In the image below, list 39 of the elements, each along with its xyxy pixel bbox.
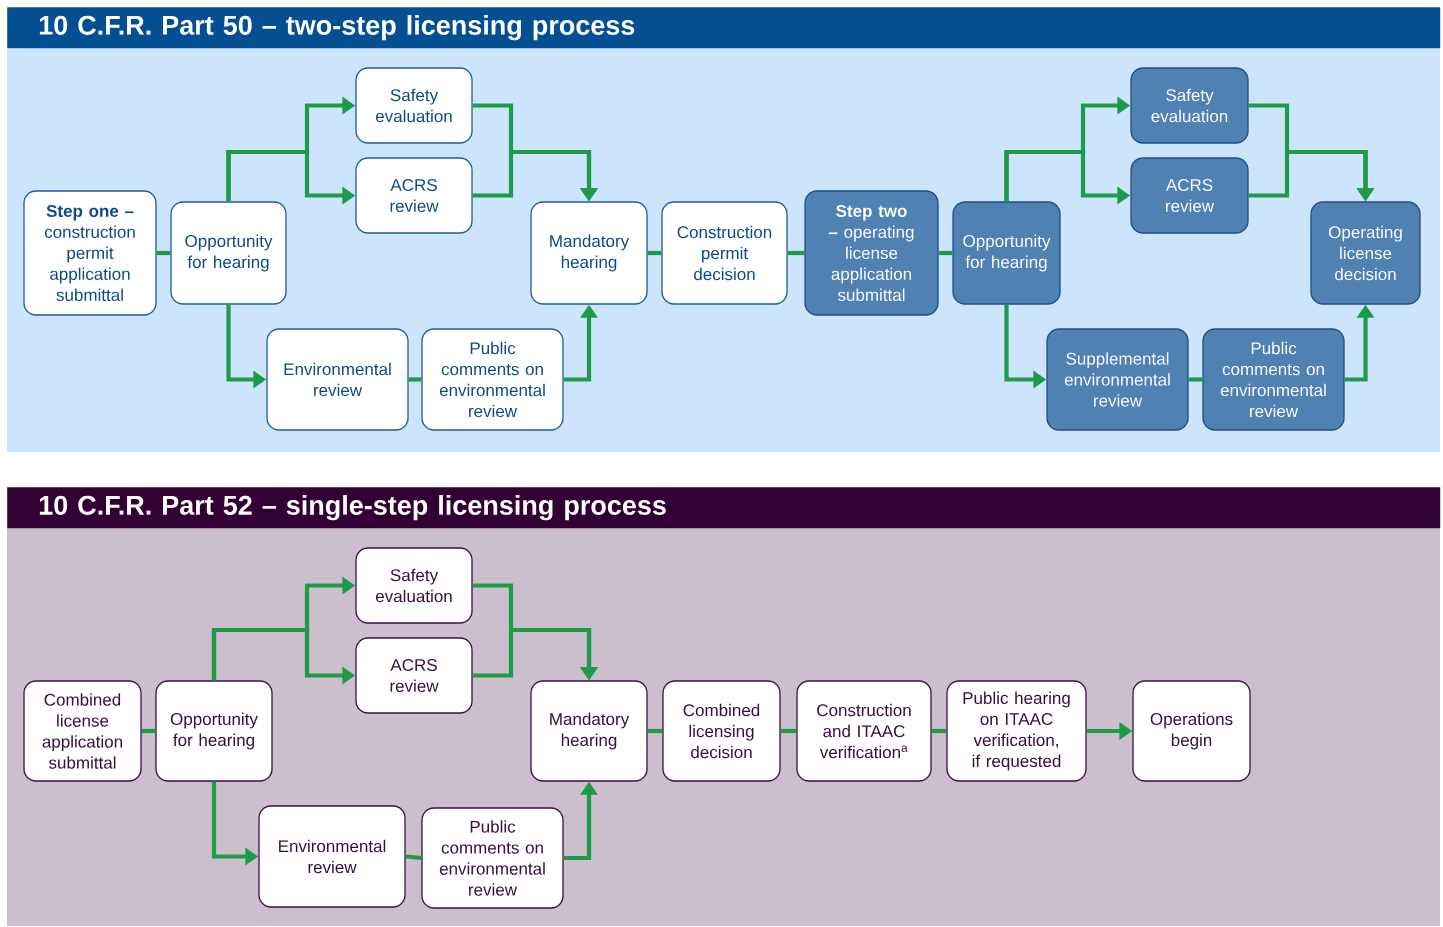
- process-box: Opportunity for hearing: [952, 201, 1061, 305]
- process-box: Combined license application submittal: [23, 680, 142, 782]
- connector-line: [938, 250, 953, 256]
- process-box: Opportunity for hearing: [170, 201, 287, 305]
- process-box: Supplemental environmental review: [1046, 328, 1189, 431]
- process-box: Public comments on environmental review: [421, 807, 564, 909]
- connector-line: [156, 250, 171, 256]
- process-box: Public comments on environmental review: [421, 328, 564, 431]
- process-box: Construction permit decision: [661, 201, 788, 305]
- process-box: Step two – operating license application submittal: [804, 190, 939, 316]
- process-box: Environmental review: [258, 805, 406, 908]
- process-box: Operations begin: [1132, 680, 1251, 782]
- process-box: Mandatory hearing: [530, 680, 648, 782]
- connector-line: [408, 377, 422, 382]
- connector-line: [647, 728, 663, 734]
- process-box: Public hearing on ITAAC verification, if requested: [946, 680, 1087, 782]
- process-box: Safety evaluation: [355, 547, 473, 624]
- process-box: Operating license decision: [1310, 201, 1421, 305]
- process-box: ACRS review: [355, 157, 473, 234]
- process-box: Environmental review: [266, 328, 409, 431]
- process-box: Safety evaluation: [355, 67, 473, 144]
- connector-line: [1188, 377, 1203, 382]
- process-box: Safety evaluation: [1130, 67, 1249, 144]
- connector-line: [780, 728, 797, 734]
- connector-line: [141, 728, 156, 734]
- process-box: Combined licensing decision: [662, 680, 781, 782]
- process-box: Mandatory hearing: [530, 201, 648, 305]
- connector-line: [647, 250, 662, 256]
- connector-line: [787, 250, 805, 256]
- process-box: Public comments on environmental review: [1202, 328, 1345, 431]
- process-box: Opportunity for hearing: [155, 680, 273, 782]
- process-box: ACRS review: [1130, 157, 1249, 234]
- node-label: 10 C.F.R. Part 52 – single-step licensing process: [39, 495, 666, 521]
- connector-line: [931, 728, 947, 734]
- process-box: ACRS review: [355, 637, 473, 714]
- process-box: Construction and ITAAC verification$^{a}$: [796, 680, 932, 782]
- connector-line: [405, 854, 422, 861]
- process-box: Step one – construction permit application submittal: [23, 190, 157, 316]
- node-label: 10 C.F.R. Part 50 – two-step licensing process: [39, 15, 635, 41]
